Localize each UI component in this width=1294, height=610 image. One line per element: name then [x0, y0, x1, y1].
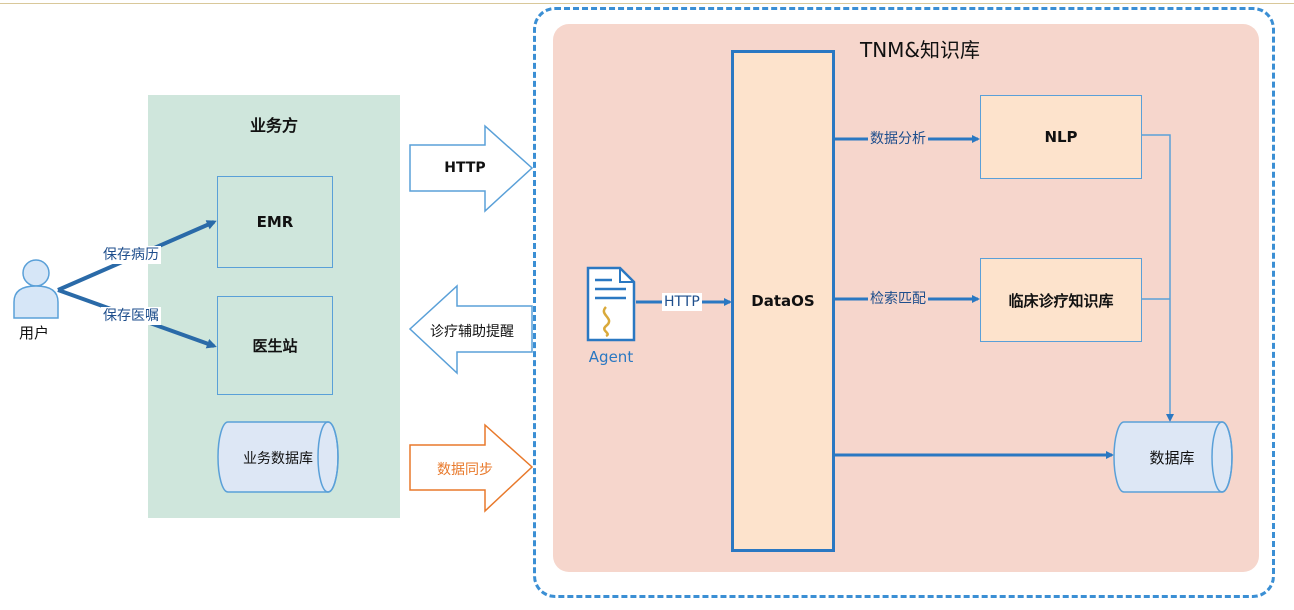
http-arrow-label: HTTP — [444, 160, 486, 176]
data-sync-label: 数据同步 — [437, 462, 493, 478]
top-divider — [0, 3, 1294, 4]
dataos-box: DataOS — [731, 50, 835, 552]
http-arrow — [409, 124, 534, 213]
assist-reminder-label: 诊疗辅助提醒 — [430, 324, 514, 340]
business-title: 业务方 — [249, 116, 298, 135]
emr-box: EMR — [217, 176, 333, 268]
edge-nlp-db — [1140, 134, 1174, 422]
data-sync-arrow — [409, 423, 534, 513]
business-database-label: 业务数据库 — [243, 451, 313, 467]
assist-reminder-arrow — [408, 284, 533, 375]
clinical-kb-box: 临床诊疗知识库 — [980, 258, 1142, 342]
system-database-shape — [1113, 421, 1233, 493]
edge-label-save-record: 保存病历 — [101, 246, 161, 264]
agent-document-icon — [586, 266, 636, 342]
doctor-station-box: 医生站 — [217, 296, 333, 395]
user-icon — [13, 259, 59, 319]
system-database-label: 数据库 — [1149, 449, 1195, 467]
agent-label: Agent — [588, 348, 634, 366]
agent-http-label: HTTP — [662, 293, 702, 311]
user-label: 用户 — [19, 324, 50, 342]
system-boundary — [533, 7, 1275, 598]
edge-label-search-match: 检索匹配 — [868, 290, 928, 308]
business-database-shape — [217, 421, 339, 493]
edge-label-data-analysis: 数据分析 — [868, 130, 928, 148]
diagram-title: TNM&知识库 — [859, 38, 981, 62]
nlp-box: NLP — [980, 95, 1142, 179]
edge-label-save-order: 保存医嘱 — [101, 307, 161, 325]
